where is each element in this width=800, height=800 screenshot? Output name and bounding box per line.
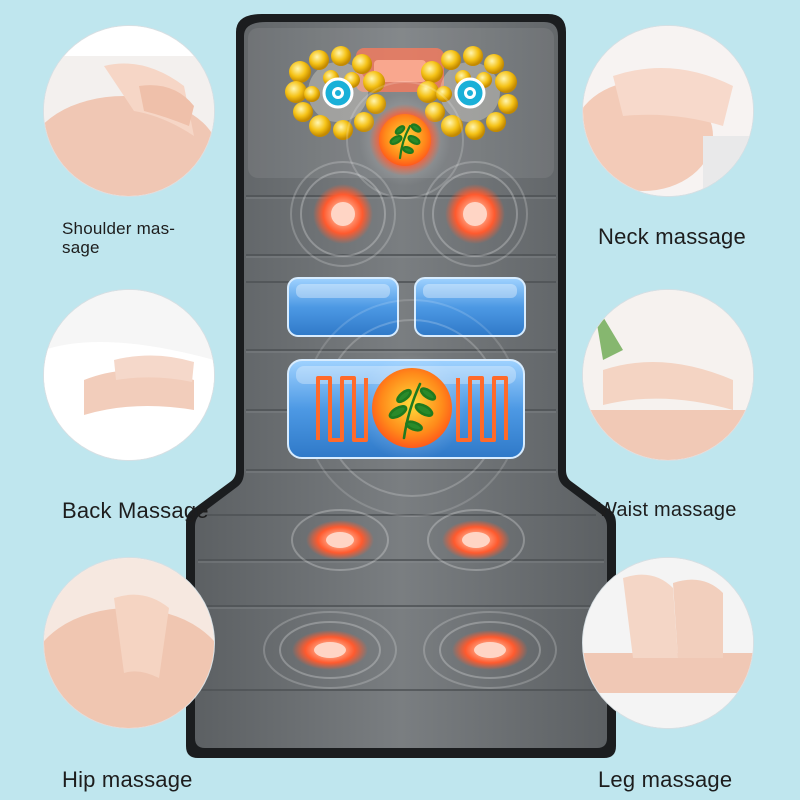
shoulder-massage-label: Shoulder mas- sage xyxy=(62,219,175,257)
herb-leaf-icon xyxy=(388,382,437,440)
heat-pad-icon xyxy=(427,509,525,571)
airbag-icon xyxy=(414,277,526,337)
shoulder-label-line-1: Shoulder mas- xyxy=(62,219,176,238)
airbag-icon xyxy=(287,277,399,337)
heat-pad-icon xyxy=(423,611,557,689)
neck-massage-photo xyxy=(583,26,753,196)
waist-massage-label: Waist massage xyxy=(598,499,737,521)
heat-pad-icon xyxy=(263,611,397,689)
back-massage-photo xyxy=(44,290,214,460)
heat-pad-icon xyxy=(422,161,528,267)
waist-heating-pad xyxy=(287,299,525,517)
heat-pad-icon xyxy=(290,161,396,267)
waist-massage-photo xyxy=(583,290,753,460)
leg-massage-label: Leg massage xyxy=(598,767,733,792)
hip-massage-photo xyxy=(44,558,214,728)
back-massage-label: Back Massage xyxy=(62,498,209,523)
neck-herb-pad xyxy=(346,81,464,199)
hip-massage-label: Hip massage xyxy=(62,767,193,792)
neck-massage-label: Neck massage xyxy=(598,224,746,249)
heat-pad-icon xyxy=(291,509,389,571)
shoulder-massage-photo xyxy=(44,26,214,196)
leg-massage-photo xyxy=(583,558,753,728)
herb-leaf-icon xyxy=(389,123,422,160)
shoulder-label-line-2: sage xyxy=(62,238,100,257)
